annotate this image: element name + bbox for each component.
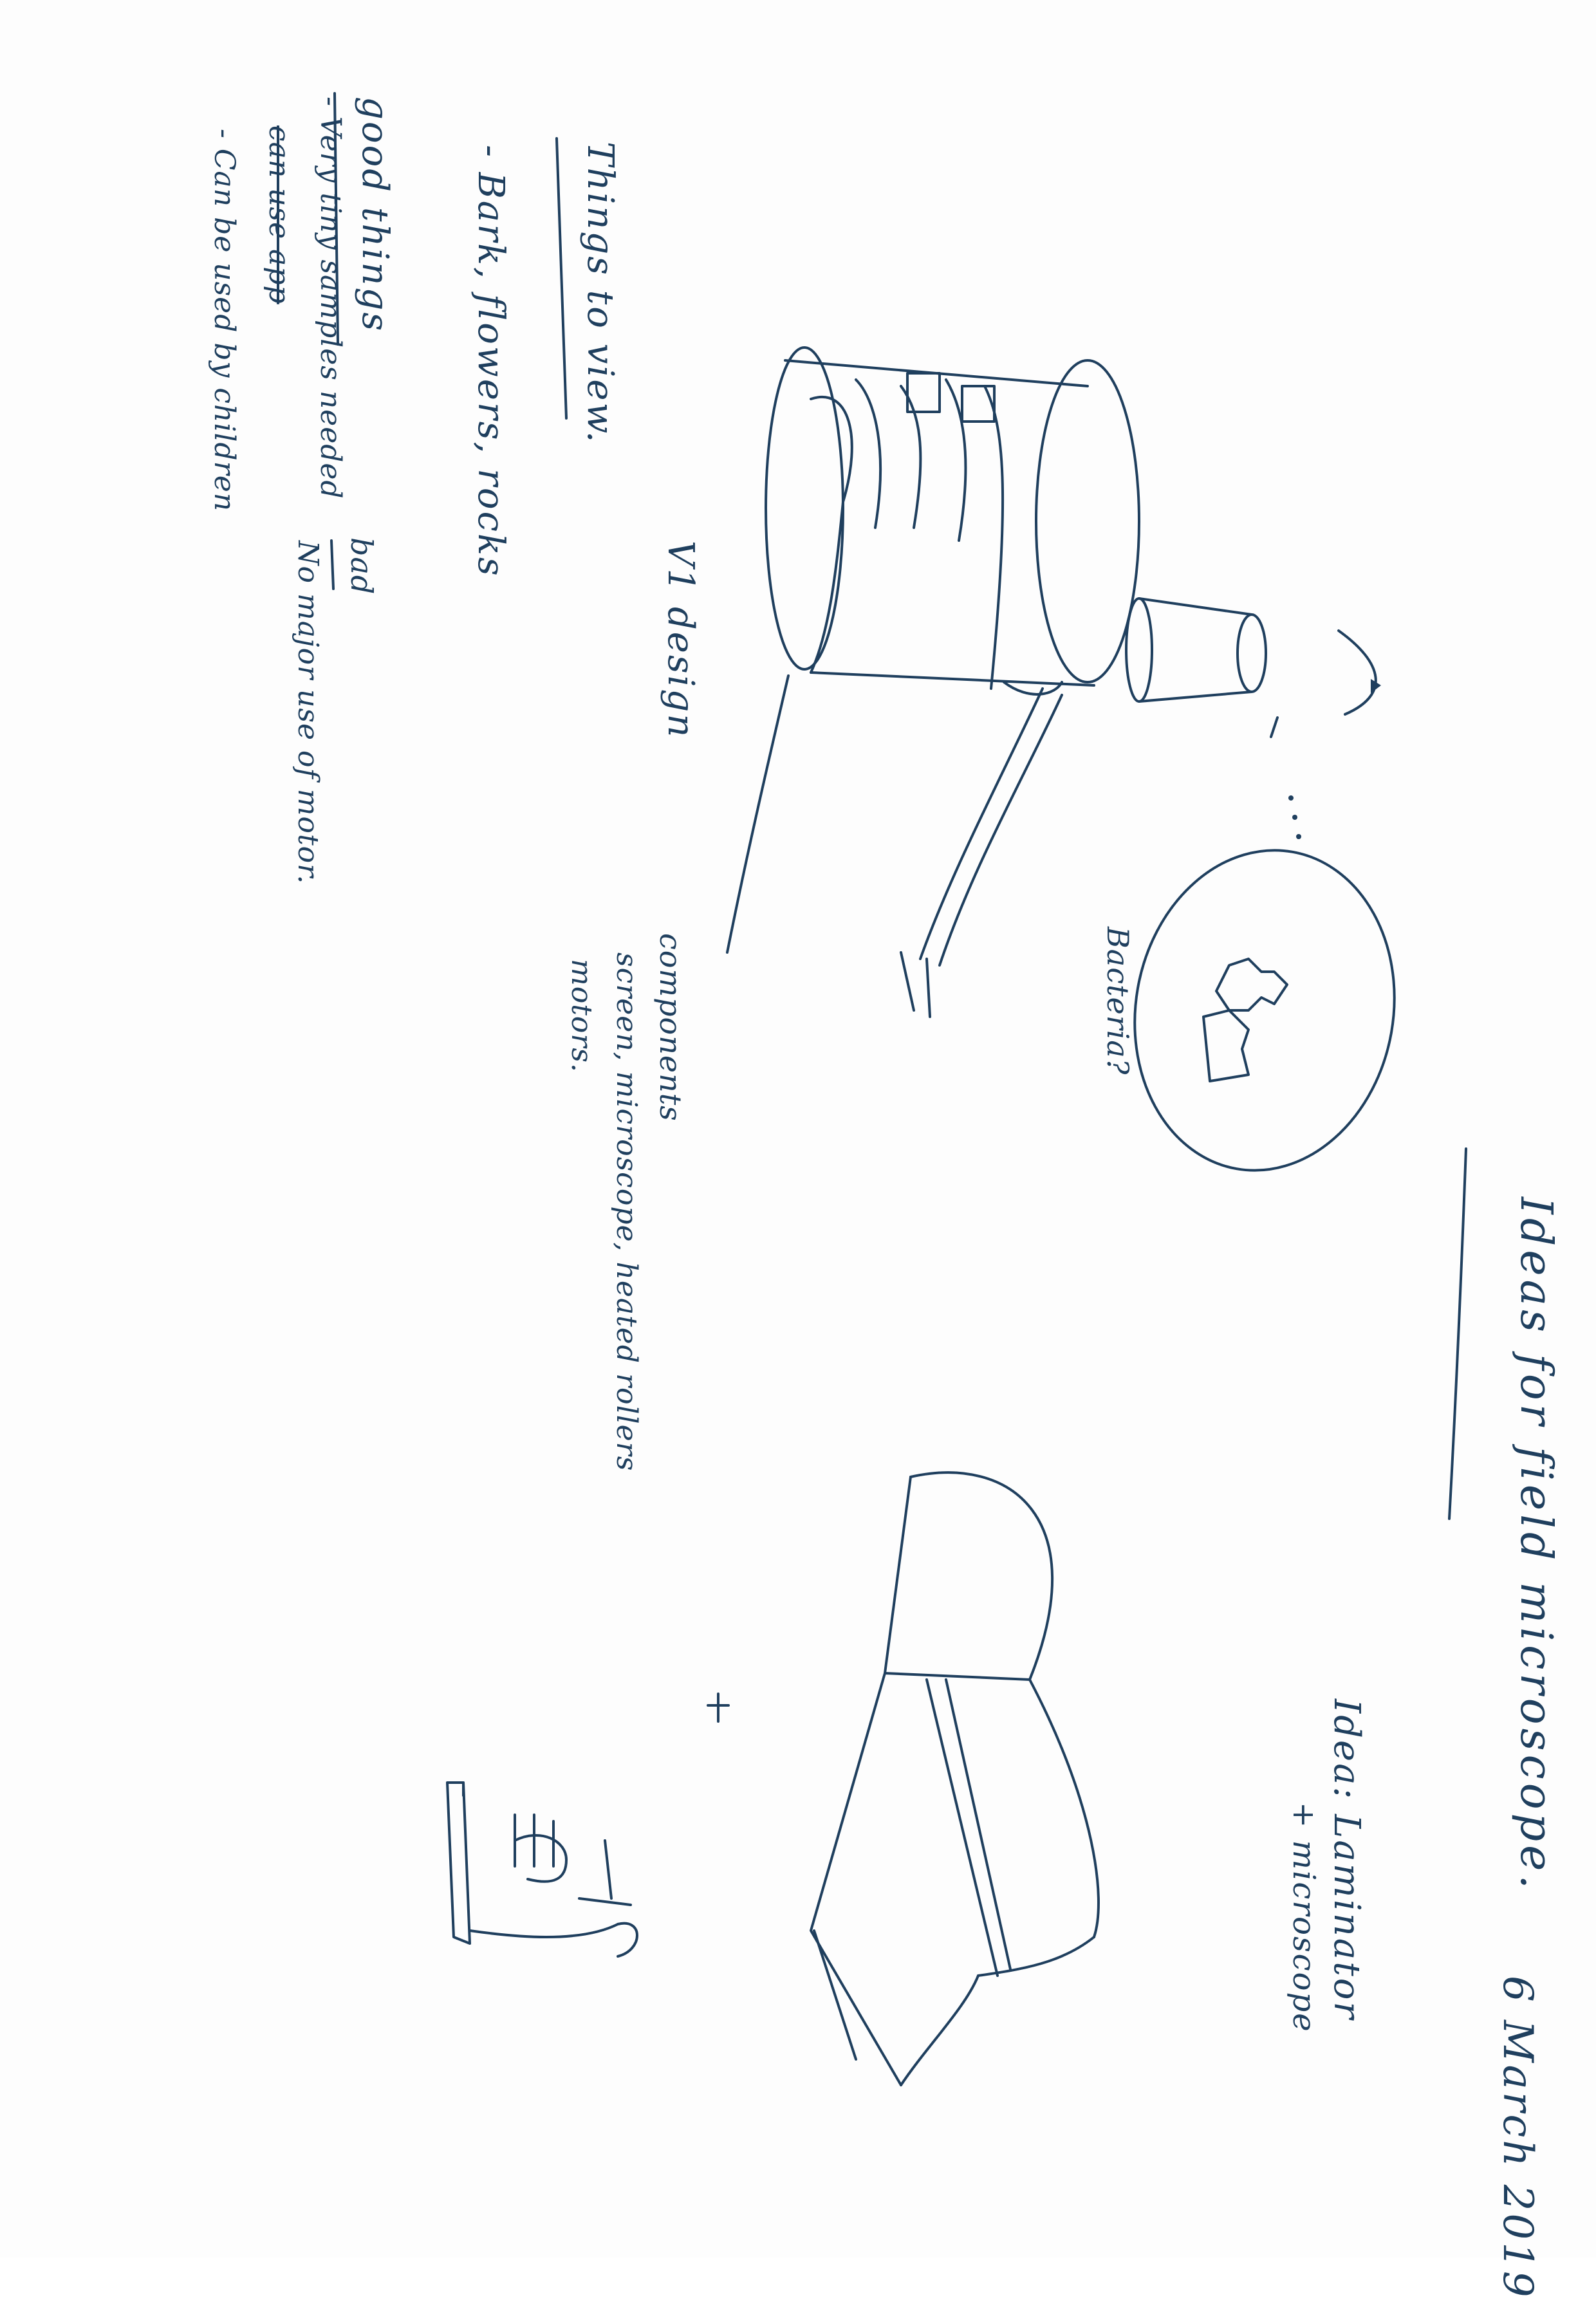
plus-icon — [707, 1693, 730, 1723]
v1-design-label: V1 design — [660, 541, 701, 739]
sight-dots — [1288, 795, 1301, 839]
good-item-2: can use app — [263, 125, 295, 304]
components-heading: components — [653, 933, 688, 1122]
good-underline — [333, 92, 339, 346]
eye-icon — [1270, 629, 1381, 738]
bacteria-label: Bacteria? — [1100, 927, 1135, 1075]
things-item-1: - Bark, flowers, rocks — [470, 145, 512, 578]
microscope-sketch — [446, 1781, 638, 1958]
bacteria-view-circle — [1133, 849, 1396, 1172]
idea-plus-label: + microscope — [1286, 1802, 1322, 2033]
bad-heading: bad — [344, 537, 379, 595]
idea-label: Idea: Laminator — [1326, 1699, 1368, 2021]
things-to-view-heading: Things to view. — [579, 142, 621, 445]
bad-underline — [330, 539, 335, 590]
components-line2: motors. — [565, 959, 598, 1073]
page-title: Ideas for field microscope. — [1510, 1197, 1561, 1893]
title-underline — [1448, 1147, 1467, 1520]
good-things-heading: good things — [354, 97, 396, 333]
good-item-1: - Very tiny samples needed — [314, 97, 347, 499]
v1-design-sketch — [726, 346, 1267, 1018]
date-text: 6 March 2019 — [1494, 1976, 1541, 2300]
components-line1: screen, microscope, heated rollers — [610, 952, 643, 1472]
good-item-3: - Can be used by children — [208, 129, 241, 512]
things-underline — [555, 137, 568, 420]
bad-item-1: No major use of motor. — [292, 541, 324, 885]
laminator-sketch — [810, 1471, 1100, 2086]
